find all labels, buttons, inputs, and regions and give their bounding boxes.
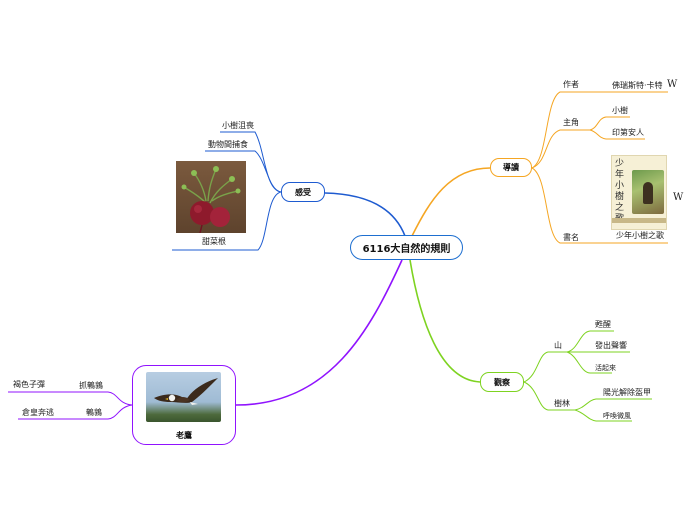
laoying-item-1-sub: 褐色子彈 [13,380,45,389]
laoying-item-2-sub: 倉皇奔逃 [22,408,54,417]
guancha-forest-item-2: 呼喚微風 [603,412,631,420]
topic-ganshou[interactable]: 感受 [281,182,325,202]
connector-protagonist-2 [589,129,645,140]
ganshou-item-1: 小樹沮喪 [222,121,254,130]
connector-daodu-protagonist [531,129,590,169]
connector-guancha-mountain [523,351,567,383]
topic-laoying-label: 老鷹 [176,431,192,440]
connector-forest-2 [574,409,632,422]
connector-mountain-3 [566,351,612,374]
book-cover-band [612,218,666,223]
connector-protagonist-1 [589,116,630,131]
guancha-mountain-item-3: 活起來 [595,364,616,372]
topic-daodu-label: 導讀 [503,163,519,172]
connector-central-daodu [411,167,491,237]
book-cover-title: 少年小樹之歌 [615,159,625,224]
daodu-author-value: 佛瑞斯特·卡特 [612,81,663,90]
connector-central-guancha [409,259,481,383]
book-cover-image: 少年小樹之歌 [611,155,667,230]
connector-ganshou-item2 [205,150,282,193]
guancha-forest-label: 樹林 [554,399,570,408]
connector-forest-1 [574,398,652,411]
book-cover-illustration [632,170,664,214]
daodu-book-value: 少年小樹之歌 [616,231,664,240]
laoying-item-1: 抓鵪鶉 [79,381,103,390]
connector-central-ganshou [324,192,406,237]
connector-ganshou-image [172,191,282,251]
connector-guancha-forest [523,381,575,411]
guancha-mountain-label: 山 [554,341,562,350]
eagle-illustration [154,378,218,405]
connector-central-laoying [235,259,403,406]
guancha-mountain-item-1: 甦醒 [595,320,611,329]
connector-mountain-1 [566,330,614,353]
eagle-image [146,372,221,422]
ganshou-image-caption: 甜菜根 [202,237,226,246]
daodu-protagonist-item-2: 印第安人 [612,128,644,137]
daodu-book-label: 書名 [563,233,579,242]
daodu-protagonist-label: 主角 [563,118,579,127]
ganshou-item-2: 動物間捕食 [208,140,248,149]
topic-guancha[interactable]: 觀察 [480,372,524,392]
daodu-author-label: 作者 [563,80,579,89]
central-topic-label: 6116大自然的規則 [362,244,451,255]
connector-daodu-author [531,91,600,169]
guancha-forest-item-1: 陽光解除盔甲 [603,388,651,397]
connector-laoying-1 [75,391,133,406]
topic-daodu[interactable]: 導讀 [490,158,532,177]
laoying-item-2: 鵪鶉 [86,408,102,417]
beetroot-illustration [181,166,241,233]
wikipedia-icon[interactable]: W [667,79,678,90]
central-topic[interactable]: 6116大自然的規則 [350,235,463,260]
guancha-mountain-item-2: 發出聲響 [595,341,627,350]
beetroot-image [176,161,246,233]
connector-daodu-book [531,167,598,244]
daodu-protagonist-item-1: 小樹 [612,106,628,115]
connector-laoying-2 [80,404,133,420]
topic-ganshou-label: 感受 [295,187,311,197]
wikipedia-icon-book[interactable]: W [673,192,684,203]
topic-guancha-label: 觀察 [494,377,510,387]
